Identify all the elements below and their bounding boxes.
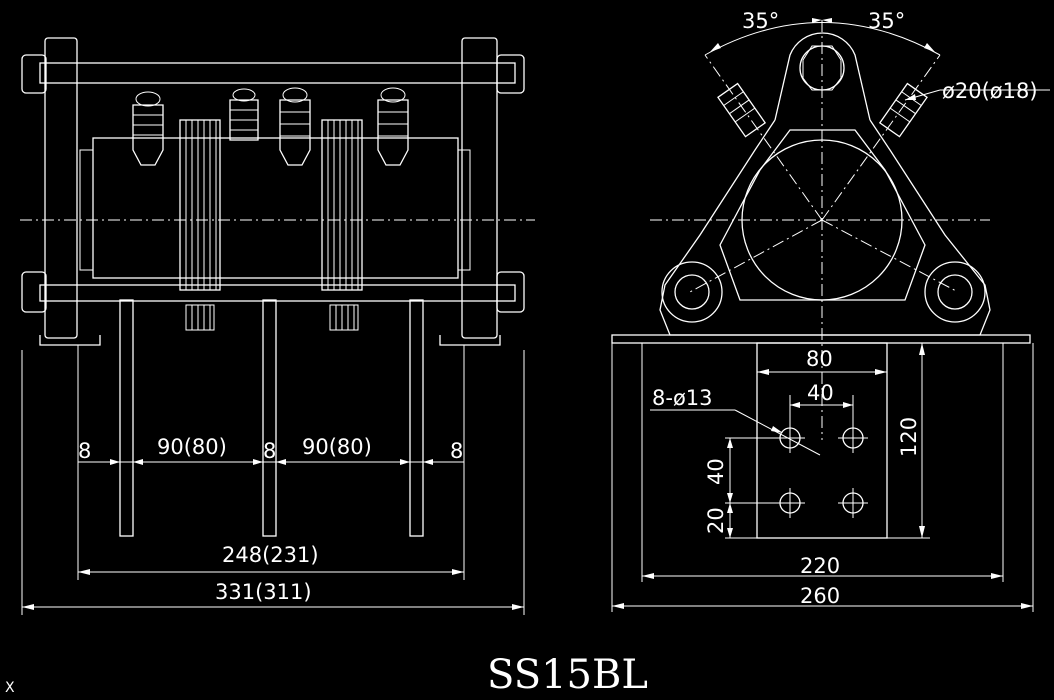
front-view: 8 90(80) 8 90(80) 8 248(231) 331(311) <box>20 37 535 615</box>
dim-span-right: 90(80) <box>302 435 372 459</box>
grease-nipple-1 <box>132 91 164 166</box>
top-tie-rod <box>39 62 516 84</box>
drawing-title: SS15BL <box>487 652 648 698</box>
right-end-plate <box>461 37 498 339</box>
dim-hole-spacing-x: 40 <box>807 381 834 405</box>
main-cylinder <box>741 139 903 301</box>
angle-arc <box>704 22 941 56</box>
nut-bottom-right <box>496 271 525 313</box>
dim-hole-spacing-y: 40 <box>704 458 728 485</box>
dim-angle-right: 35° <box>868 9 905 33</box>
dim-edge-offset: 20 <box>704 507 728 534</box>
nut-top-left <box>21 54 47 94</box>
bottom-tie-rod <box>39 284 516 302</box>
dim-gap-left: 8 <box>78 439 91 463</box>
dim-pin-diameter: ø20(ø18) <box>942 79 1038 103</box>
left-end-plate <box>44 37 78 339</box>
side-view: 35° 35° ø20(ø18) <box>611 9 1050 612</box>
dim-overall-width: 331(311) <box>215 580 312 604</box>
side-grease-left <box>717 82 767 138</box>
frame-outline <box>659 119 991 336</box>
grease-nipple-4 <box>377 87 409 166</box>
grease-nipple-3 <box>279 87 311 166</box>
corner-mark: X <box>5 680 15 696</box>
grease-nipple-2 <box>229 88 259 141</box>
blade-1 <box>119 299 134 537</box>
right-lug <box>924 261 986 323</box>
nut-top-right <box>496 54 525 94</box>
blade-3 <box>409 299 424 537</box>
base-plate <box>611 334 1031 344</box>
dim-angle-left: 35° <box>742 9 779 33</box>
dim-plate-width: 80 <box>806 347 833 371</box>
dim-base-inner: 220 <box>800 554 840 578</box>
dim-gap-right: 8 <box>450 439 463 463</box>
mount-holes <box>775 423 868 518</box>
dim-inner-width: 248(231) <box>222 543 319 567</box>
insulator-left <box>179 119 221 331</box>
mounting-plate <box>756 342 888 539</box>
blade-2 <box>262 299 277 537</box>
dim-gap-mid: 8 <box>263 439 276 463</box>
right-pin <box>937 274 973 310</box>
left-lug <box>661 261 723 323</box>
dim-span-left: 90(80) <box>157 435 227 459</box>
dim-plate-height: 120 <box>897 417 921 457</box>
dim-hole-callout: 8-ø13 <box>652 386 713 410</box>
nut-bottom-left <box>21 271 47 313</box>
left-pin <box>674 274 710 310</box>
dim-base-overall: 260 <box>800 584 840 608</box>
top-lug <box>774 32 871 121</box>
insulator-right <box>321 119 363 331</box>
